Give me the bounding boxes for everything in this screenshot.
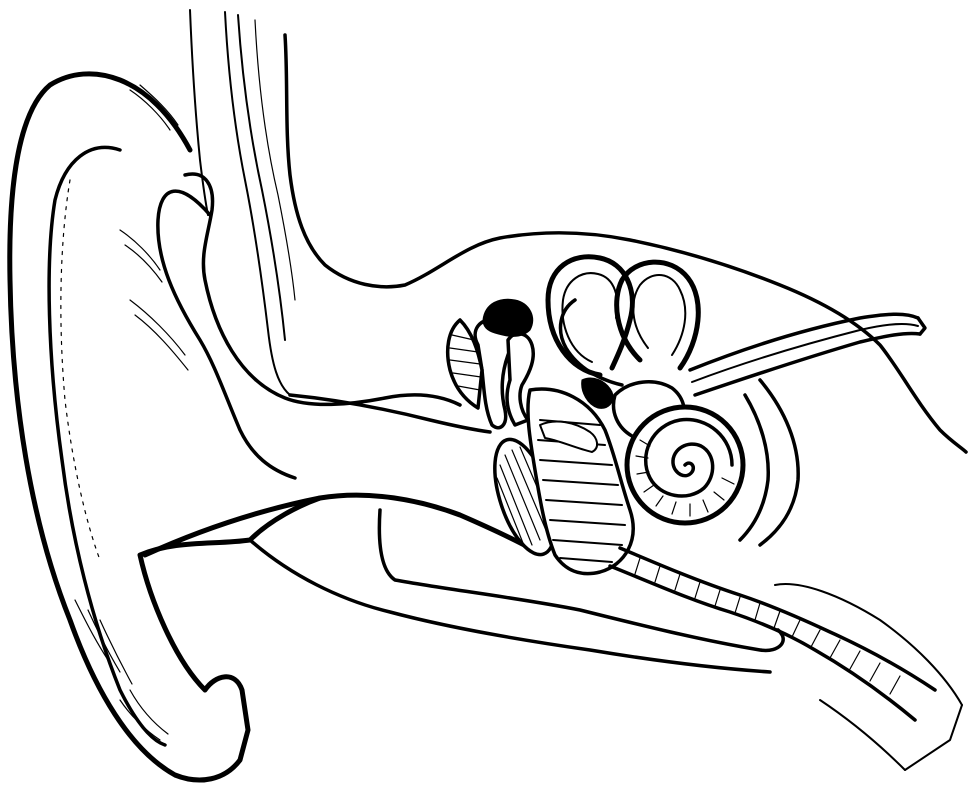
ossicle-head bbox=[483, 299, 533, 336]
auditory-nerve-upper bbox=[690, 314, 918, 370]
helix-inner-rim bbox=[49, 147, 165, 745]
antihelix-fold bbox=[158, 191, 295, 478]
ear-canal-lower-wall bbox=[145, 495, 530, 555]
semicircular-canal-superior-inner bbox=[633, 275, 685, 355]
ear-canal-upper-wall bbox=[290, 395, 490, 432]
tube-cartilage-2 bbox=[820, 700, 905, 770]
vessel-descending-2 bbox=[760, 380, 798, 545]
vessel-line-1 bbox=[190, 10, 208, 215]
nerve-end bbox=[918, 318, 925, 334]
eustachian-tube-lower bbox=[610, 566, 915, 720]
tube-end bbox=[905, 705, 962, 770]
semicircular-canal-lateral bbox=[560, 300, 622, 385]
concha-outline bbox=[185, 174, 460, 405]
lower-contour bbox=[250, 540, 770, 672]
auditory-nerve-lower bbox=[695, 333, 920, 395]
semicircular-canal-posterior-inner bbox=[562, 273, 617, 362]
